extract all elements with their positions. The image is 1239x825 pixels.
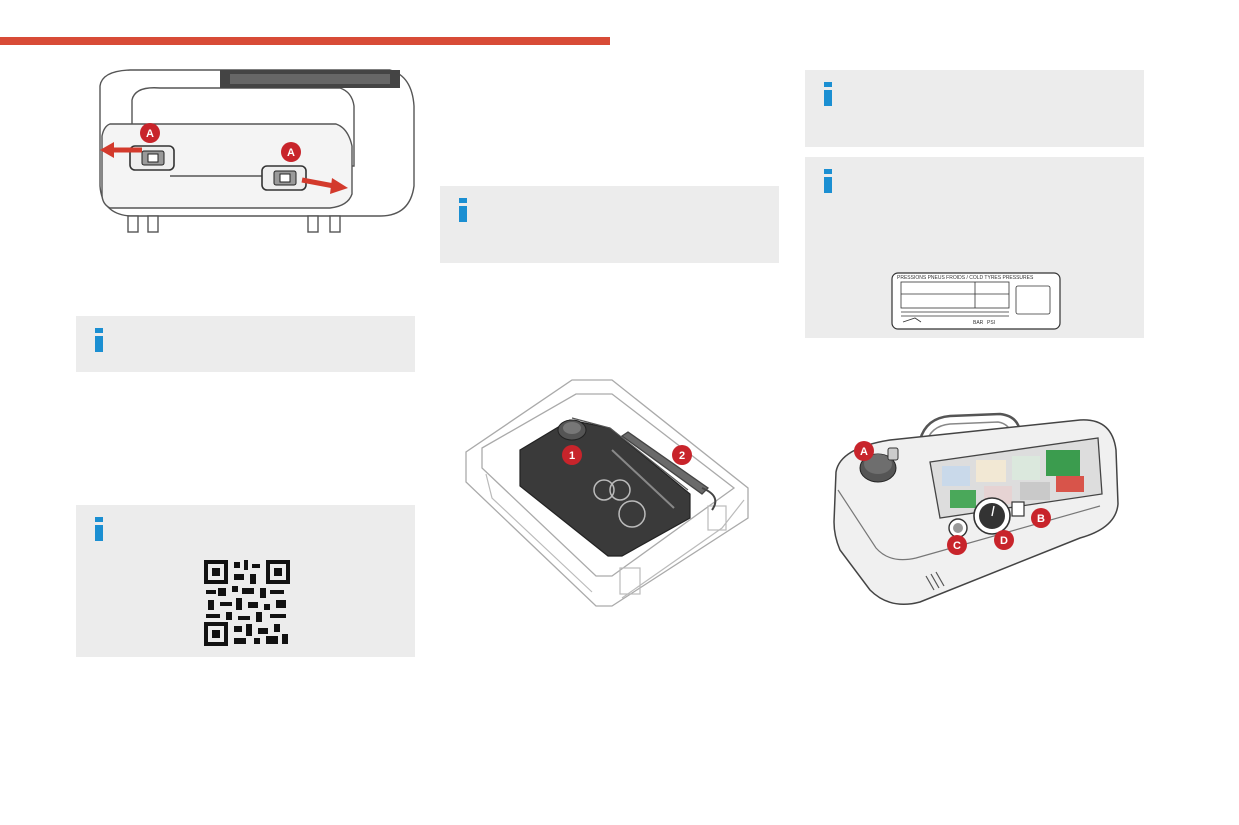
callout-d: D bbox=[994, 530, 1014, 550]
svg-text:BAR: BAR bbox=[973, 320, 984, 326]
svg-text:D: D bbox=[1000, 535, 1008, 547]
repair-kit-box-illustration: 1 2 bbox=[465, 379, 749, 607]
svg-text:2: 2 bbox=[679, 450, 685, 462]
callout-2: 2 bbox=[672, 445, 692, 465]
info-icon bbox=[824, 82, 832, 106]
tyre-pressure-label: PRESSIONS PNEUS FROIDS / COLD TYRES PRES… bbox=[891, 272, 1061, 330]
svg-text:PSI: PSI bbox=[987, 320, 995, 326]
svg-text:A: A bbox=[146, 128, 154, 140]
callout-a-left: A bbox=[140, 123, 160, 143]
callout-c: C bbox=[947, 535, 967, 555]
info-icon bbox=[95, 517, 103, 541]
compressor-illustration: A B C D bbox=[833, 412, 1119, 605]
svg-text:A: A bbox=[287, 147, 295, 159]
info-box-5: PRESSIONS PNEUS FROIDS / COLD TYRES PRES… bbox=[805, 157, 1144, 338]
svg-text:PRESSIONS PNEUS FROIDS / COLD: PRESSIONS PNEUS FROIDS / COLD TYRES PRES… bbox=[897, 275, 1034, 281]
callout-b: B bbox=[1031, 508, 1051, 528]
info-icon bbox=[824, 169, 832, 193]
svg-text:C: C bbox=[953, 540, 961, 552]
callout-1: 1 bbox=[562, 445, 582, 465]
section-accent-bar bbox=[0, 37, 610, 45]
info-box-3 bbox=[440, 186, 779, 263]
svg-text:B: B bbox=[1037, 513, 1045, 525]
seat-release-illustration: A A bbox=[99, 69, 415, 233]
info-box-2 bbox=[76, 505, 415, 657]
info-box-4 bbox=[805, 70, 1144, 147]
svg-text:1: 1 bbox=[569, 450, 575, 462]
info-icon bbox=[459, 198, 467, 222]
callout-a: A bbox=[854, 441, 874, 461]
qr-code bbox=[204, 560, 290, 646]
callout-a-right: A bbox=[281, 142, 301, 162]
info-box-1 bbox=[76, 316, 415, 372]
info-icon bbox=[95, 328, 103, 352]
svg-text:A: A bbox=[860, 446, 868, 458]
